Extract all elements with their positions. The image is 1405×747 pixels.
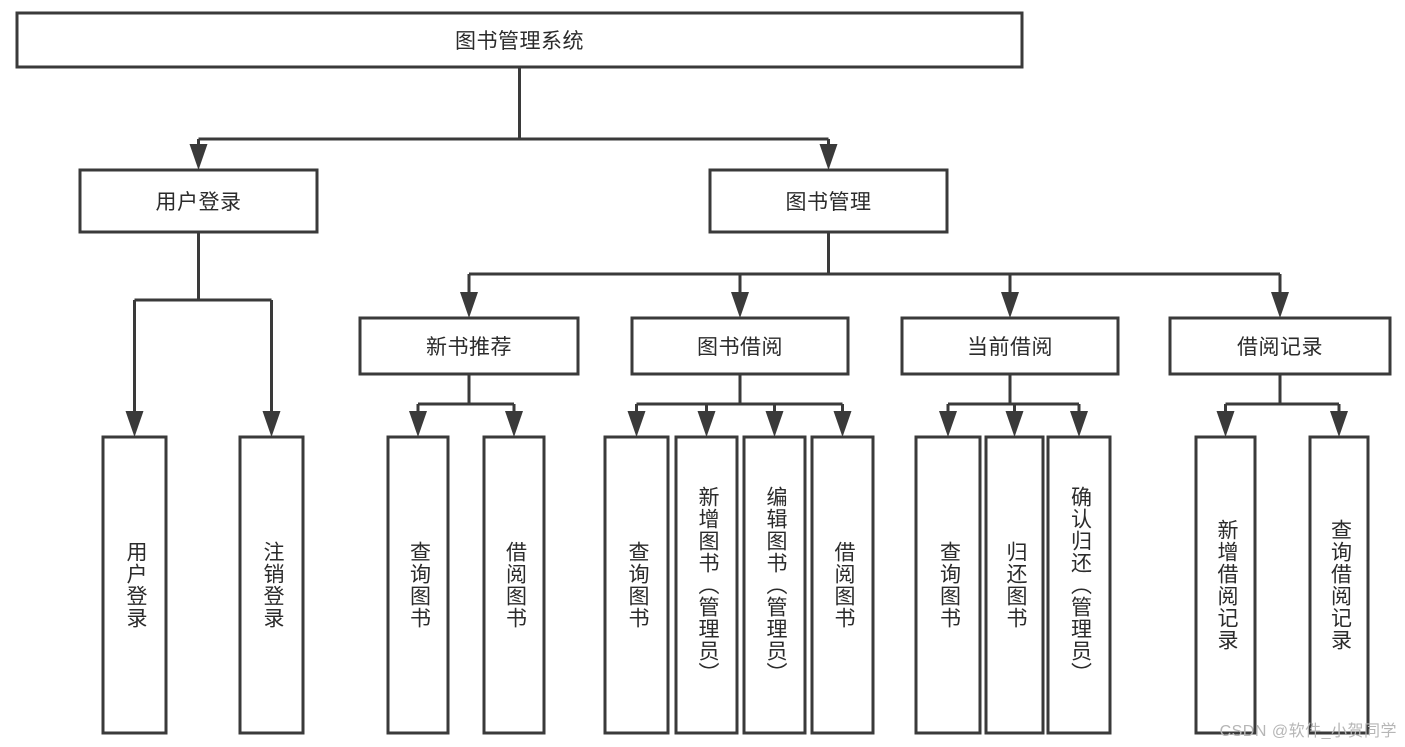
arrowhead-icon bbox=[939, 411, 957, 437]
node-box-图书管理系统[interactable] bbox=[15, 11, 1024, 69]
arrowhead-icon bbox=[765, 411, 784, 437]
arrowhead-icon bbox=[627, 411, 646, 437]
node-box-layer bbox=[15, 11, 1392, 735]
arrowhead-icon bbox=[409, 411, 427, 437]
node-box-查询图书[interactable] bbox=[386, 435, 450, 735]
node-box-归还图书[interactable] bbox=[984, 435, 1045, 735]
arrowhead-icon bbox=[460, 292, 478, 318]
node-box-注销登录[interactable] bbox=[238, 435, 305, 735]
arrowhead-icon bbox=[125, 411, 144, 437]
arrowhead-icon bbox=[1330, 411, 1348, 437]
arrowhead-icon bbox=[697, 411, 716, 437]
arrowhead-icon bbox=[1070, 411, 1088, 437]
arrowhead-icon bbox=[1216, 411, 1235, 437]
node-box-查询图书[interactable] bbox=[603, 435, 670, 735]
arrowhead-icon bbox=[1001, 292, 1019, 318]
arrowhead-icon bbox=[1005, 411, 1024, 437]
node-box-当前借阅[interactable] bbox=[900, 316, 1120, 376]
node-box-用户登录[interactable] bbox=[78, 168, 319, 234]
node-box-借阅图书[interactable] bbox=[482, 435, 546, 735]
node-box-图书借阅[interactable] bbox=[630, 316, 850, 376]
node-box-编辑图书管理员[interactable] bbox=[742, 435, 807, 735]
arrowhead-icon bbox=[262, 411, 281, 437]
arrowhead-icon bbox=[833, 411, 852, 437]
node-box-查询图书[interactable] bbox=[914, 435, 982, 735]
node-box-图书管理[interactable] bbox=[708, 168, 949, 234]
arrowhead-icon bbox=[819, 144, 838, 170]
node-box-用户登录[interactable] bbox=[101, 435, 168, 735]
node-box-新增借阅记录[interactable] bbox=[1194, 435, 1257, 735]
arrowhead-icon bbox=[189, 144, 208, 170]
node-box-确认归还管理员[interactable] bbox=[1046, 435, 1112, 735]
connector-layer bbox=[125, 67, 1348, 437]
arrowhead-icon bbox=[505, 411, 523, 437]
node-box-查询借阅记录[interactable] bbox=[1308, 435, 1370, 735]
node-box-借阅图书[interactable] bbox=[810, 435, 875, 735]
node-box-新增图书管理员[interactable] bbox=[674, 435, 739, 735]
node-box-新书推荐[interactable] bbox=[358, 316, 580, 376]
arrowhead-icon bbox=[1271, 292, 1289, 318]
arrowhead-icon bbox=[731, 292, 749, 318]
node-box-借阅记录[interactable] bbox=[1168, 316, 1392, 376]
